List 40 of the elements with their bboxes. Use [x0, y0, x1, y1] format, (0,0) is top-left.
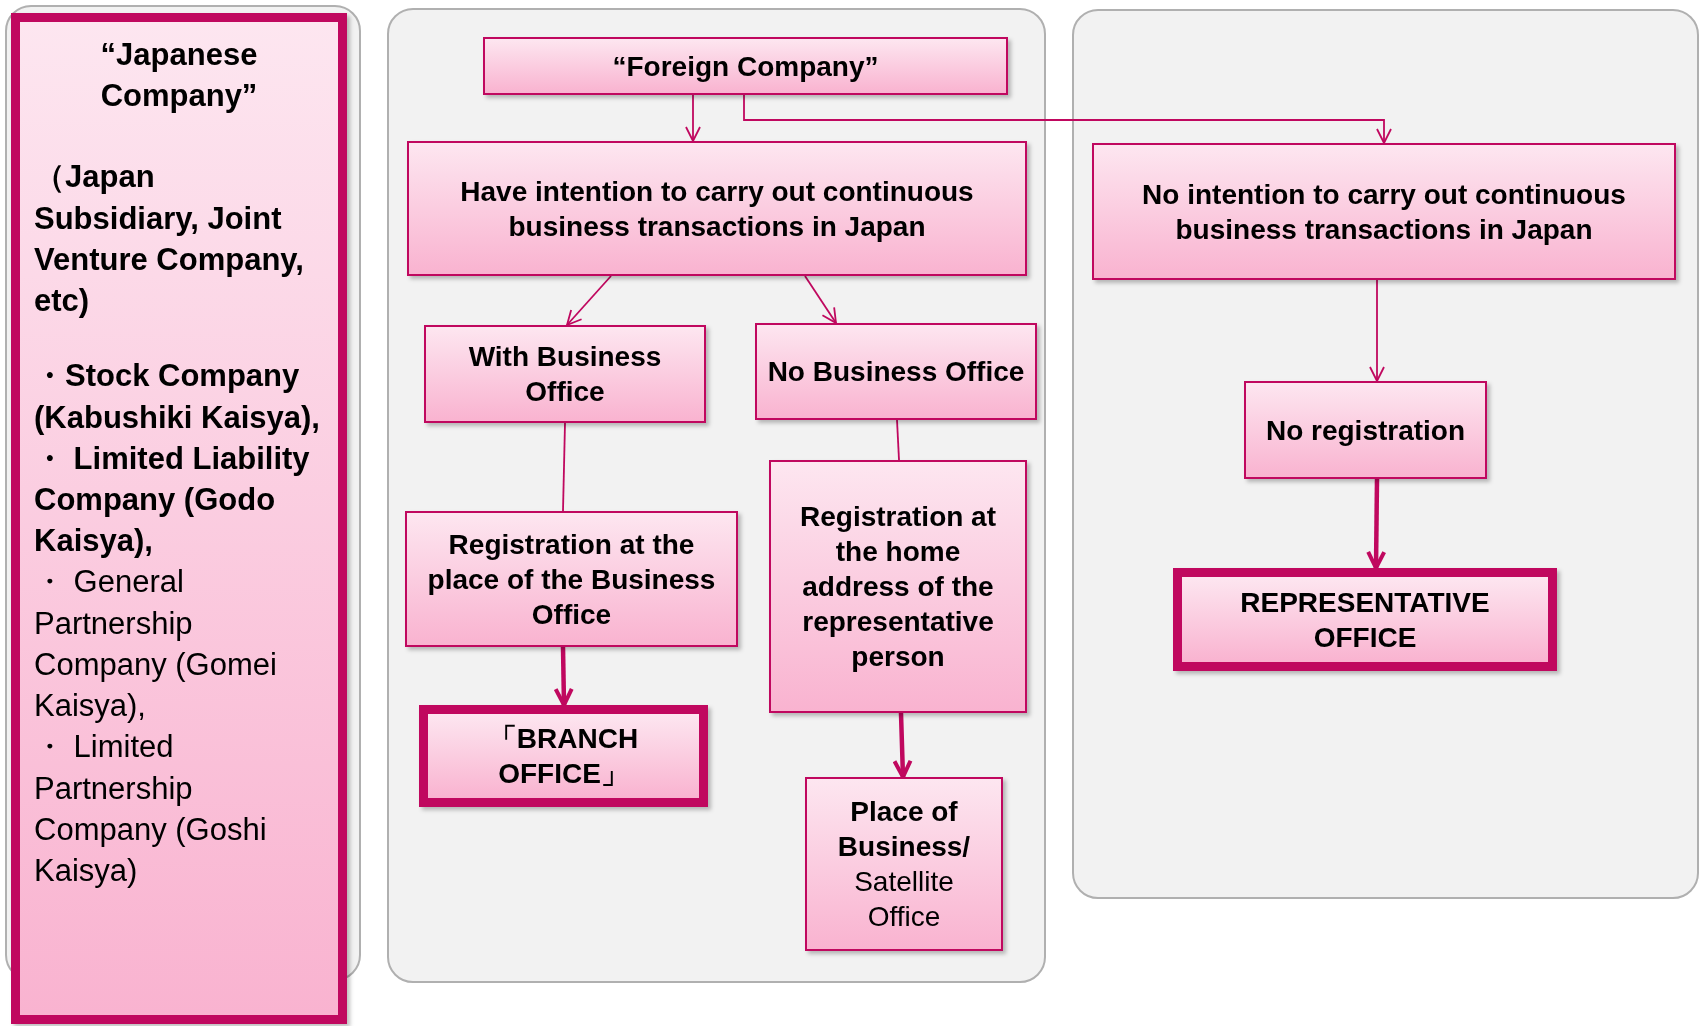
box-text: No intention to carry out continuous business transactions in Japan: [1141, 177, 1627, 247]
box-text: Registration at the home address of the representative person: [799, 500, 997, 674]
result-box: [419, 705, 708, 807]
box-text: REPRESENTATIVE OFFICE: [1239, 585, 1491, 655]
arrow: [1366, 478, 1387, 570]
box-text: ・ Limited Liability Company (Godo Kaisya),: [34, 439, 311, 561]
box-text: Place of Business/: [836, 795, 972, 864]
box-text: ・ Limited Partnership Company (Goshi Kaisya): [34, 728, 268, 890]
arrow: [566, 275, 612, 326]
box-text: 「BRANCH OFFICE」: [487, 722, 640, 791]
box-text: “Foreign Company”: [612, 49, 879, 84]
arrow: [553, 646, 574, 707]
box-text: ・ General Partnership Company (Gomei Kaisya),: [34, 563, 278, 726]
arrow: [1369, 279, 1385, 382]
process-box: [1092, 143, 1676, 280]
process-box: [769, 460, 1027, 713]
process-box: [483, 37, 1008, 95]
process-box: [405, 511, 738, 647]
result-box: [1173, 568, 1557, 671]
process-box: [805, 777, 1003, 951]
arrow: [685, 94, 701, 142]
box-text: With Business Office: [467, 340, 663, 409]
connector-line: [896, 419, 900, 461]
box-text: （Japan Subsidiary, Joint Venture Company, etc): [34, 158, 305, 321]
box-text: Satellite Office: [853, 865, 955, 934]
box-text: Have intention to carry out continuous business transactions in Japan: [459, 174, 975, 244]
box-text: ・Stock Company (Kabushiki Kaisya),: [34, 357, 321, 437]
box-text: No Business Office: [767, 355, 1025, 389]
info-box: [11, 13, 347, 1024]
arrow: [743, 94, 1392, 144]
process-box: [1244, 381, 1487, 479]
connector-line: [562, 422, 566, 512]
process-box: [424, 325, 706, 423]
process-box: [407, 141, 1027, 276]
arrow: [892, 712, 913, 779]
process-box: [755, 323, 1037, 420]
arrow: [804, 275, 837, 324]
box-text: Registration at the place of the Business Office: [426, 527, 717, 632]
box-text: No registration: [1265, 413, 1466, 448]
box-text: “Japanese Company”: [99, 36, 259, 116]
